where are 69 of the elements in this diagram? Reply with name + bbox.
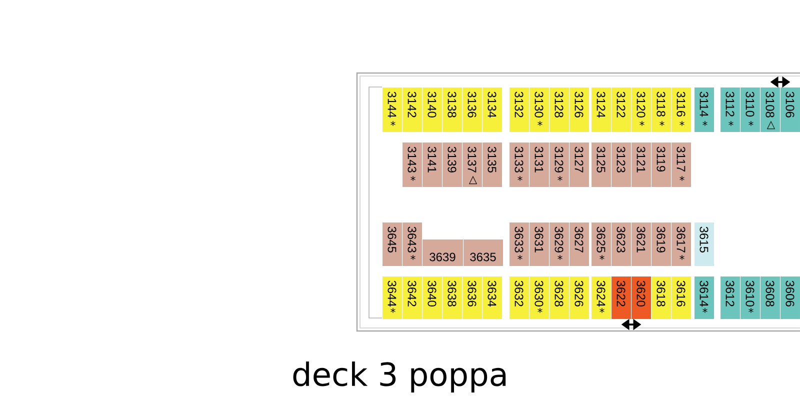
cabin-box: 3106 xyxy=(780,87,800,133)
cabin-box: 3120 * xyxy=(631,87,652,133)
cabin-box: 3608 xyxy=(760,276,781,320)
cabin-box: 3128 xyxy=(549,87,570,133)
cabin-box: 3134 xyxy=(482,87,503,133)
cabin-box: 3129 * xyxy=(549,142,570,188)
cabin-box: 3136 xyxy=(462,87,483,133)
cabin-box: 3123 xyxy=(611,142,632,188)
cabin-box: 3121 xyxy=(631,142,652,188)
cabin-box: 3117 * xyxy=(671,142,692,188)
cabin-box: 3112 * xyxy=(720,87,741,133)
cabin-box: 3137 △ xyxy=(462,142,483,188)
cabin-box: 3124 xyxy=(591,87,612,133)
cabin-box: 3118 * xyxy=(651,87,672,133)
cabin-box: 3625 * xyxy=(591,222,612,267)
cabin-box: 3612 xyxy=(720,276,741,320)
cabin-box: 3619 xyxy=(651,222,672,267)
cabin-box: 3122 xyxy=(611,87,632,133)
cabin-box: 3618 xyxy=(651,276,672,320)
cabin-box: 3630 * xyxy=(529,276,550,320)
cabin-box: 3627 xyxy=(569,222,590,267)
cabin-box: 3610 * xyxy=(740,276,761,320)
cabin-box: 3635 xyxy=(463,239,504,267)
cabin-box: 3135 xyxy=(482,142,503,188)
cabin-box: 3645 xyxy=(382,222,403,267)
cabin-box: 3628 xyxy=(549,276,570,320)
cabin-box: 3138 xyxy=(442,87,463,133)
cabin-box: 3142 xyxy=(402,87,423,133)
cabin-box: 3622 xyxy=(611,276,632,320)
cabin-box: 3621 xyxy=(631,222,652,267)
cabin-box: 3141 xyxy=(422,142,443,188)
cabin-box: 3614 * xyxy=(694,276,715,320)
cabin-box: 3643 * xyxy=(402,222,423,267)
cabin-box: 3623 xyxy=(611,222,632,267)
cabin-box: 3620 xyxy=(631,276,652,320)
cabin-box: 3640 xyxy=(422,276,443,320)
cabin-box: 3632 xyxy=(509,276,530,320)
cabin-box: 3634 xyxy=(482,276,503,320)
cabin-box: 3119 xyxy=(651,142,672,188)
cabin-box: 3638 xyxy=(442,276,463,320)
cabin-box: 3642 xyxy=(402,276,423,320)
cabin-box: 3626 xyxy=(569,276,590,320)
cabin-box: 3132 xyxy=(509,87,530,133)
cabin-box: 3144 * xyxy=(382,87,403,133)
cabin-box: 3140 xyxy=(422,87,443,133)
cabin-box: 3127 xyxy=(569,142,590,188)
cabin-box: 3133 * xyxy=(509,142,530,188)
cabin-box: 3615 xyxy=(694,222,715,267)
cabin-box: 3624 * xyxy=(591,276,612,320)
cabin-box: 3629 * xyxy=(549,222,570,267)
cabin-box: 3633 * xyxy=(509,222,530,267)
cabin-box: 3108 △ xyxy=(760,87,781,133)
cabin-box: 3131 xyxy=(529,142,550,188)
cabin-box: 3617 * xyxy=(671,222,692,267)
cabin-box: 3126 xyxy=(569,87,590,133)
cabin-box: 3125 xyxy=(591,142,612,188)
cabin-box: 3110 * xyxy=(740,87,761,133)
cabin-box: 3616 xyxy=(671,276,692,320)
cabin-box: 3631 xyxy=(529,222,550,267)
cabin-box: 3639 xyxy=(422,239,464,267)
cabin-box: 3606 xyxy=(780,276,800,320)
cabin-box: 3116 * xyxy=(671,87,692,133)
cabin-box: 3130 * xyxy=(529,87,550,133)
cabin-box: 3636 xyxy=(462,276,483,320)
cabin-box: 3143 * xyxy=(402,142,423,188)
title: deck 3 poppa xyxy=(293,362,506,392)
cabin-box: 3114 * xyxy=(694,87,715,133)
cabin-box: 3644 * xyxy=(382,276,403,320)
cabin-box: 3139 xyxy=(442,142,463,188)
